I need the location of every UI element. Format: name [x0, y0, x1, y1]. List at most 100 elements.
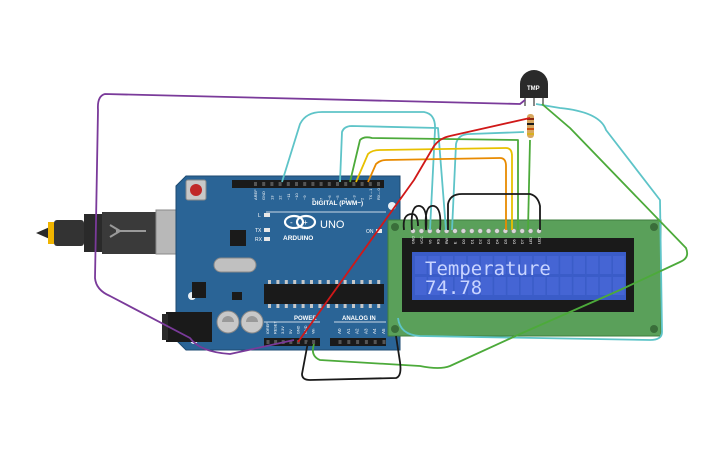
- resistor[interactable]: [527, 114, 534, 138]
- power-pin[interactable]: [274, 340, 278, 344]
- analog-pin[interactable]: [364, 340, 368, 344]
- digital-label: DIGITAL (PWM~): [312, 200, 363, 207]
- lcd-pin-label: LED: [538, 237, 542, 244]
- lcd-pin[interactable]: [469, 228, 475, 234]
- digital-pin-label: 7: [319, 197, 324, 200]
- lcd-pin[interactable]: [452, 228, 458, 234]
- digital-pin[interactable]: [368, 182, 372, 186]
- digital-pin-label: ~11: [286, 193, 291, 200]
- lcd-pin-label: GND: [412, 236, 416, 244]
- lcd-pin[interactable]: [477, 228, 483, 234]
- digital-pin-label: GND: [261, 191, 266, 200]
- digital-pin-label: ~9: [302, 195, 307, 200]
- digital-pin-label: TX→1: [368, 188, 373, 200]
- lcd-pin-label: RS: [437, 238, 441, 244]
- led-tx-label: TX: [255, 228, 262, 234]
- lcd-pin[interactable]: [519, 228, 525, 234]
- digital-pin-label: 2: [360, 197, 365, 200]
- digital-pin[interactable]: [254, 182, 257, 186]
- wire-green-3: [527, 139, 531, 231]
- lcd-pin-label: LED: [529, 237, 533, 244]
- digital-pin[interactable]: [278, 182, 282, 186]
- lcd-line-2: 74.78: [425, 277, 482, 299]
- digital-pin[interactable]: [352, 182, 356, 186]
- digital-pin[interactable]: [360, 182, 364, 186]
- arduino-logo-icon: - +: [283, 214, 317, 230]
- power-label: POWER: [294, 316, 317, 322]
- digital-pin-label: 12: [278, 195, 283, 200]
- analog-pin[interactable]: [347, 340, 351, 344]
- tmp-sensor-label: TMP: [527, 86, 540, 92]
- digital-pin[interactable]: [262, 182, 266, 186]
- digital-pin[interactable]: [377, 182, 380, 186]
- digital-pin[interactable]: [336, 182, 339, 186]
- reset-button[interactable]: [185, 179, 207, 201]
- atmega-chip: [264, 280, 384, 308]
- analog-pin[interactable]: [356, 340, 360, 344]
- digital-pin[interactable]: [344, 182, 348, 186]
- power-pin-label: 3.3V: [281, 326, 285, 334]
- lcd-pin[interactable]: [486, 228, 492, 234]
- power-pin[interactable]: [266, 340, 270, 344]
- digital-pin[interactable]: [286, 182, 290, 186]
- lcd-pin[interactable]: [460, 228, 466, 234]
- analog-pin-label: A5: [381, 328, 386, 334]
- wire-cyan-2: [339, 125, 447, 231]
- digital-header: [232, 180, 384, 188]
- power-pin[interactable]: [289, 340, 293, 344]
- capacitor-2: [240, 310, 264, 334]
- analog-pin[interactable]: [338, 340, 342, 344]
- power-pin[interactable]: [304, 340, 308, 344]
- digital-pin[interactable]: [303, 182, 307, 186]
- lcd-pin-label: D1: [470, 239, 474, 244]
- digital-pin-label: 8: [310, 197, 315, 200]
- digital-pin-label: AREF: [253, 189, 258, 200]
- analog-pin[interactable]: [373, 340, 377, 344]
- digital-pin[interactable]: [327, 182, 331, 186]
- analog-pin[interactable]: [382, 340, 386, 344]
- lcd-pin[interactable]: [418, 228, 424, 234]
- lcd-pin-label: D4: [496, 239, 500, 244]
- power-pin-label: RESET: [274, 321, 278, 334]
- svg-text:+: +: [303, 218, 308, 227]
- wires[interactable]: [94, 93, 689, 381]
- analog-pin-label: A3: [363, 328, 368, 334]
- power-pin[interactable]: [312, 340, 316, 344]
- digital-pin[interactable]: [311, 182, 315, 186]
- digital-pin-label: ~5: [335, 195, 340, 200]
- led-on-label: ON: [366, 229, 374, 235]
- lcd-line-1: Temperature: [425, 258, 551, 280]
- lcd-pin-label: RW: [445, 237, 449, 244]
- usb-chip: [230, 230, 246, 246]
- analog-pin-label: A0: [337, 328, 342, 334]
- analog-pin-label: A4: [372, 328, 377, 334]
- digital-pin[interactable]: [295, 182, 298, 186]
- lcd-pin-label: D7: [521, 239, 525, 244]
- analog-pin-label: A2: [355, 328, 360, 334]
- digital-pin[interactable]: [270, 182, 274, 186]
- svg-text:-: -: [290, 218, 293, 227]
- analog-pin-label: A1: [346, 328, 351, 334]
- power-pin-label: IOREF: [266, 322, 270, 334]
- lcd-pin-label: VCC: [420, 236, 424, 244]
- digital-pin-label: 4: [343, 197, 348, 200]
- wire-cyan-1: [281, 111, 436, 231]
- lcd-pin-label: D3: [487, 239, 491, 244]
- led-rx-label: RX: [255, 237, 263, 243]
- digital-pin[interactable]: [319, 182, 323, 186]
- wire-orange: [367, 157, 507, 230]
- wire-purple: [94, 93, 526, 355]
- digital-pin-label: ~10: [294, 192, 299, 200]
- lcd-pin-label: D0: [462, 239, 466, 244]
- lcd-pin-label: V0: [428, 240, 432, 244]
- tmp-sensor[interactable]: TMP: [520, 70, 548, 106]
- lcd-pin[interactable]: [528, 228, 534, 234]
- digital-pin-label: RX←0: [376, 187, 381, 200]
- wire-cyan-3: [397, 103, 663, 341]
- wire-black-1: [301, 335, 402, 381]
- lcd-pin[interactable]: [494, 228, 500, 234]
